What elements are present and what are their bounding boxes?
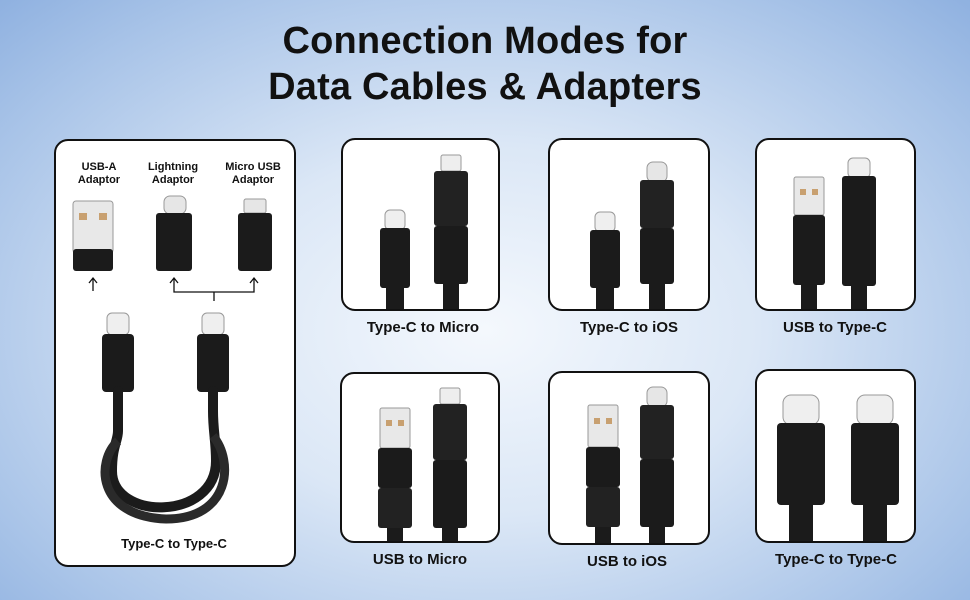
type-c-to-type-c-image xyxy=(777,394,899,541)
lightning-adaptor-label: Lightning Adaptor xyxy=(128,161,218,187)
page-title-line-2: Data Cables & Adapters xyxy=(268,66,702,108)
kit-illustration xyxy=(72,195,272,524)
usb-to-ios-image xyxy=(586,386,674,543)
micro-usb-adaptor-icon xyxy=(238,198,272,271)
kit-overview-label: Type-C to Type-C xyxy=(121,536,227,551)
mode-card-type-c-to-micro xyxy=(341,138,500,311)
lightning-adaptor-label-line2: Adaptor xyxy=(151,174,195,186)
usb-a-adaptor-label: USB-A Adaptor xyxy=(56,161,144,187)
type-c-to-micro-label: Type-C to Micro xyxy=(366,319,480,336)
usb-to-micro-image xyxy=(378,387,467,541)
usb-to-type-c-label: USB to Type-C xyxy=(783,319,887,336)
usb-a-adaptor-label-line1: USB-A xyxy=(81,161,117,173)
kit-overview-card: USB-A Adaptor Lightning Adaptor Micro US… xyxy=(54,139,296,567)
type-c-to-ios-image xyxy=(590,161,674,309)
mode-card-type-c-to-type-c xyxy=(755,369,916,543)
mode-card-usb-to-type-c xyxy=(755,138,916,311)
type-c-to-type-c-label: Type-C to Type-C xyxy=(775,551,897,568)
usb-a-adaptor-icon xyxy=(72,200,114,271)
type-c-to-micro-image xyxy=(380,154,468,309)
lightning-adaptor-icon xyxy=(156,195,192,271)
mode-card-usb-to-micro xyxy=(340,372,500,543)
lightning-adaptor-label-line1: Lightning xyxy=(147,161,199,173)
mode-card-usb-to-ios xyxy=(548,371,710,545)
micro-usb-adaptor-label: Micro USB Adaptor xyxy=(208,161,294,187)
connection-arrows xyxy=(88,276,259,301)
usb-to-micro-label: USB to Micro xyxy=(372,551,468,568)
usb-to-type-c-image xyxy=(793,157,876,309)
usb-to-ios-label: USB to iOS xyxy=(586,553,667,570)
page-title-line-1: Connection Modes for xyxy=(282,20,688,62)
usb-a-adaptor-label-line2: Adaptor xyxy=(77,174,121,186)
type-c-cable-icon xyxy=(100,312,229,524)
micro-usb-adaptor-label-line1: Micro USB xyxy=(225,161,281,173)
mode-card-type-c-to-ios xyxy=(548,138,710,311)
type-c-to-ios-label: Type-C to iOS xyxy=(579,319,679,336)
micro-usb-adaptor-label-line2: Adaptor xyxy=(231,174,275,186)
